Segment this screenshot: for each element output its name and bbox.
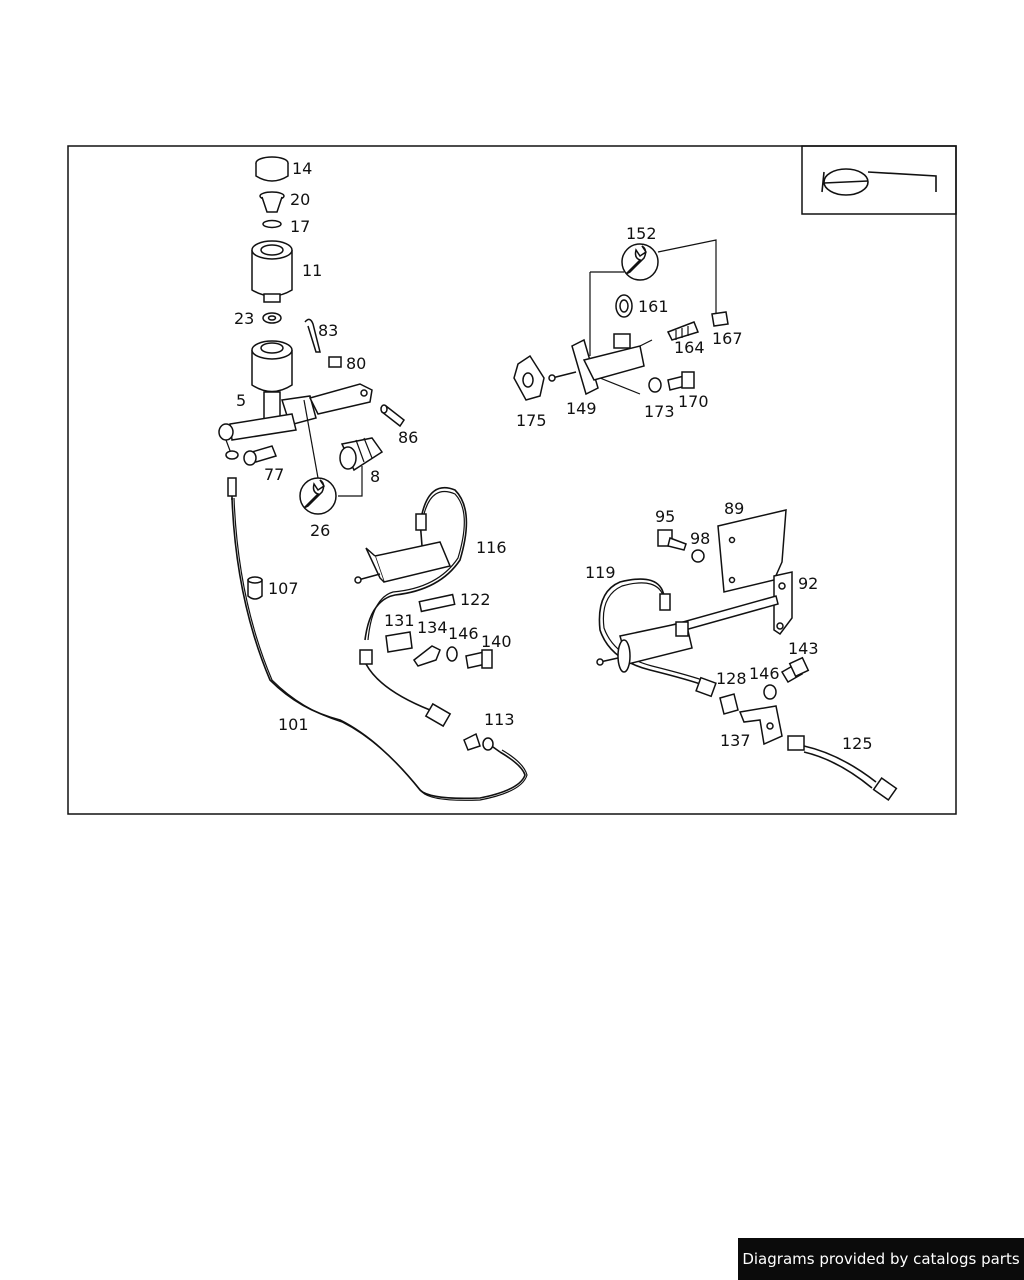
part-slave-cylinder-119-assembly[interactable] [596,621,693,673]
callout-161: 161 [638,297,669,316]
callout-131: 131 [384,611,415,630]
part-slave-cylinder-116[interactable] [354,486,468,728]
callout-146b: 146 [749,664,780,683]
callout-113: 113 [484,710,515,729]
part-repair-kit-152[interactable] [589,239,717,356]
callout-98: 98 [690,529,710,548]
callout-116: 116 [476,538,507,557]
callout-137: 137 [720,731,751,750]
part-rod-80[interactable] [308,356,373,415]
callout-119: 119 [585,563,616,582]
diagram-frame [67,145,957,815]
part-strainer-20[interactable] [259,191,285,213]
part-master-cylinder-5[interactable] [218,340,317,460]
callout-14: 14 [292,159,312,178]
part-boot-8[interactable] [339,437,384,472]
part-pipe-101[interactable] [227,477,528,801]
callout-8: 8 [370,467,380,486]
callout-140: 140 [481,632,512,651]
callout-95: 95 [655,507,675,526]
part-hose-125[interactable] [787,735,898,801]
part-washer-146a[interactable] [446,646,458,662]
part-bolt-170[interactable] [667,371,695,391]
callout-107: 107 [268,579,299,598]
part-cap-167[interactable] [711,311,729,327]
footer-credit: Diagrams provided by catalogs parts [738,1238,1024,1280]
part-bracket-137[interactable] [738,705,783,746]
callout-122: 122 [460,590,491,609]
callout-11: 11 [302,261,322,280]
steering-wheel-icon [801,145,957,215]
part-clip-128[interactable] [719,693,739,715]
callout-86: 86 [398,428,418,447]
callout-175: 175 [516,411,547,430]
part-plate-89[interactable] [717,509,787,593]
part-bolt-143[interactable] [780,656,810,684]
callout-83: 83 [318,321,338,340]
callout-80: 80 [346,354,366,373]
part-cap-107[interactable] [247,576,263,600]
callout-77: 77 [264,465,284,484]
part-cap-14[interactable] [255,156,289,182]
callout-167: 167 [712,329,743,348]
part-bracket-134[interactable] [412,645,441,667]
part-washer-173[interactable] [648,377,662,393]
callout-20: 20 [290,190,310,209]
callout-170: 170 [678,392,709,411]
callout-26: 26 [310,521,330,540]
callout-152: 152 [626,224,657,243]
part-hose-119[interactable] [598,578,717,698]
callout-5: 5 [236,391,246,410]
callout-23: 23 [234,309,254,328]
callout-143: 143 [788,639,819,658]
callout-125: 125 [842,734,873,753]
part-bolt-95[interactable] [657,529,687,551]
callout-173: 173 [644,402,675,421]
callout-164: 164 [674,338,705,357]
part-clip-113[interactable] [463,732,501,753]
callout-128: 128 [716,669,747,688]
part-bolt-77[interactable] [243,445,278,466]
part-reservoir-11[interactable] [251,240,293,303]
part-washer-146b[interactable] [763,684,777,700]
part-slave-cylinder-149[interactable] [548,333,653,396]
callout-92: 92 [798,574,818,593]
callout-89: 89 [724,499,744,518]
part-pin-83[interactable] [304,318,321,353]
part-pin-86[interactable] [380,404,406,428]
part-washer-98[interactable] [691,549,705,563]
callout-149: 149 [566,399,597,418]
part-sleeve-122[interactable] [418,593,456,613]
callout-17: 17 [290,217,310,236]
part-repair-kit-26[interactable] [299,399,363,515]
part-oring-17[interactable] [262,219,282,229]
part-bolt-140[interactable] [465,649,493,669]
part-gasket-175[interactable] [513,354,545,401]
callout-134: 134 [417,618,448,637]
callout-101: 101 [278,715,309,734]
callout-146a: 146 [448,624,479,643]
part-bleeder-164[interactable] [666,321,699,341]
part-clip-131[interactable] [385,631,413,653]
